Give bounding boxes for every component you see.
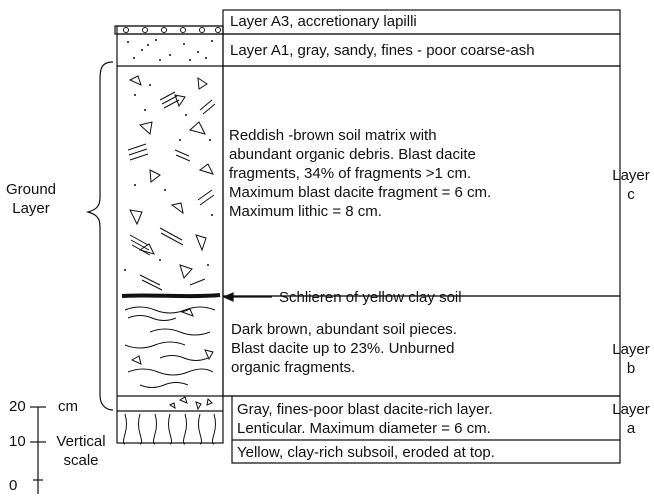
scale-tick-label-20: 20 [9,397,26,416]
layer-b-line: Blast dacite up to 23%. Unburned [231,339,457,358]
layer-a-pattern [124,397,216,444]
side-label-layer-c: Layer c [608,166,654,204]
layer-b-line: organic fragments. [231,358,457,377]
layer-a3-band [115,26,223,34]
layer-c-pattern [128,76,215,290]
layer-b-line: Dark brown, abundant soil pieces. [231,320,457,339]
layer-a1-label: Layer A1, gray, sandy, fines - poor coar… [230,41,535,60]
side-label-line: Layer [608,340,654,359]
layer-c-description: Reddish -brown soil matrix with abundant… [229,126,491,221]
side-label-layer-a: Layer a [608,400,654,438]
side-label-line: b [608,359,654,378]
scale-unit-label: cm [58,397,78,416]
subsoil-label: Yellow, clay-rich subsoil, eroded at top… [237,443,495,462]
layer-c-line: Reddish -brown soil matrix with [229,126,491,145]
schlieren-band [122,295,220,296]
layer-c-line: Maximum blast dacite fragment = 6 cm. [229,183,491,202]
side-label-line: Layer [608,400,654,419]
layer-c-line: fragments, 34% of fragments >1 cm. [229,164,491,183]
ground-layer-label: Ground Layer [0,180,62,218]
side-label-layer-b: Layer b [608,340,654,378]
side-label-line: a [608,419,654,438]
layer-b-description: Dark brown, abundant soil pieces. Blast … [231,320,457,377]
schlieren-arrowhead [224,293,233,301]
schlieren-label: Schlieren of yellow clay soil [279,288,462,307]
scale-title-line: Vertical [46,432,116,451]
scale-tick-label-0: 0 [9,476,17,495]
layer-c-line: Maximum lithic = 8 cm. [229,202,491,221]
ground-layer-brace [88,62,113,410]
layer-a-line: Gray, fines-poor blast dacite-rich layer… [237,400,493,419]
column-outline [117,26,223,443]
sandy-pattern [127,39,213,61]
side-label-line: Layer [608,166,654,185]
ground-layer-line: Layer [0,199,62,218]
layer-c-line: abundant organic debris. Blast dacite [229,145,491,164]
scale-tick-label-10: 10 [9,432,26,451]
side-label-line: c [608,185,654,204]
layer-a3-label: Layer A3, accretionary lapilli [230,12,417,31]
layer-b-pattern [125,307,215,388]
lapilli-pattern [124,28,221,33]
scale-title: Vertical scale [46,432,116,470]
layer-a-line: Lenticular. Maximum diameter = 6 cm. [237,419,493,438]
layer-a-description: Gray, fines-poor blast dacite-rich layer… [237,400,493,438]
scale-title-line: scale [46,451,116,470]
ground-layer-line: Ground [0,180,62,199]
